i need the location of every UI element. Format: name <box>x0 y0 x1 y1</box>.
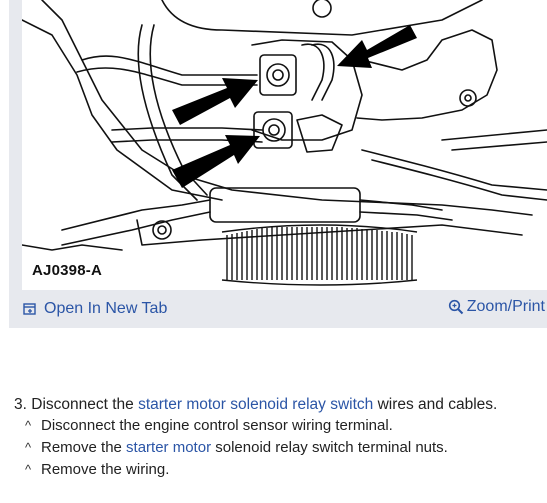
open-in-new-tab-label: Open In New Tab <box>44 300 168 317</box>
step-3: 3. Disconnect the starter motor solenoid… <box>14 394 544 415</box>
substep-1: ^ Disconnect the engine control sensor wi… <box>14 415 544 437</box>
starter-motor-link[interactable]: starter motor <box>126 439 212 456</box>
substep-3-text: Remove the wiring. <box>41 461 170 478</box>
figure-panel: AJ0398-A Open In New Tab Zoom/Print <box>9 0 547 328</box>
instructions: 3. Disconnect the starter motor solenoid… <box>14 394 544 481</box>
substep-3: ^ Remove the wiring. <box>14 459 544 481</box>
substep-2-post: solenoid relay switch terminal nuts. <box>215 439 448 456</box>
figure-actions: Open In New Tab Zoom/Print <box>9 296 547 324</box>
open-tab-icon <box>23 302 37 316</box>
open-in-new-tab-link[interactable]: Open In New Tab <box>23 300 167 318</box>
substep-2-pre: Remove the <box>41 439 122 456</box>
bullet-caret: ^ <box>25 462 32 477</box>
step-text-post: wires and cables. <box>377 396 498 413</box>
substep-2: ^ Remove the starter motor solenoid relay… <box>14 437 544 459</box>
zoom-print-label: Zoom/Print <box>466 298 545 315</box>
magnifier-icon <box>448 299 464 315</box>
bullet-caret: ^ <box>25 440 32 455</box>
solenoid-relay-switch-link[interactable]: starter motor solenoid relay switch <box>138 396 374 413</box>
substep-1-text: Disconnect the engine control sensor wir… <box>41 417 393 434</box>
diagram-illustration: AJ0398-A <box>22 0 547 290</box>
step-number: 3. <box>14 396 27 413</box>
figure-code-label: AJ0398-A <box>32 262 102 279</box>
bullet-caret: ^ <box>25 418 32 433</box>
zoom-print-link[interactable]: Zoom/Print <box>448 298 545 316</box>
starter-solenoid-diagram <box>22 0 547 286</box>
step-text-pre: Disconnect the <box>31 396 134 413</box>
